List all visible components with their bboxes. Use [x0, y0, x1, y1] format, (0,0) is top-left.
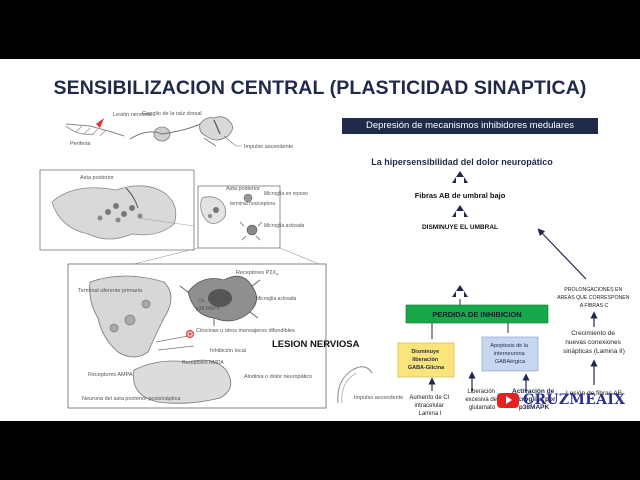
label-citocinas: Citocinas u otros mensajeros difundibles: [196, 328, 295, 334]
label-neurona: Neurona del asta posterior postsináptica: [82, 396, 181, 402]
flow-fibras-ab: Fibras AB de umbral bajo: [415, 191, 506, 200]
label-p38: p38 MAPK: [196, 306, 221, 312]
label-terminal-nociceptora: terminal nociceptora: [230, 201, 275, 207]
label-microglia-reposo: Microglía en reposo: [264, 191, 308, 197]
label-receptores-nmda: Receptores NMDA: [182, 360, 224, 366]
label-ca: Ca: [198, 298, 205, 304]
flow-hipersensibilidad: La hipersensibilidad del dolor neuropáti…: [371, 157, 553, 167]
block-arrow-2: [452, 205, 468, 217]
neuro-figure: Lesión nerviosa Ganglio de la raíz dorsa…: [38, 106, 340, 414]
flow-perdida: PERDIDA DE INHIBICION: [432, 310, 521, 319]
flow-liberacion-glutamato: Liberación excesiva de glutamato: [465, 389, 498, 411]
label-microglia-activada: Microglía activada: [264, 223, 305, 229]
flow-disminuye-umbral: DISMINUYE EL UMBRAL: [422, 224, 498, 231]
mid-diagram: Asta posterior Asta posterior terminal n…: [40, 170, 324, 272]
channel-logo[interactable]: CRUZMEAIX: [497, 390, 625, 410]
label-alodinia: Alodinia o dolor neuropático: [244, 374, 312, 380]
block-arrow-3: [452, 285, 468, 297]
flow-apoptosis: Apoptosis de la interneurona GABAérgica: [490, 343, 529, 365]
block-arrow-1: [452, 171, 468, 183]
flow-prolongaciones: PROLONGACIONES EN AREAS QUE CORRESPONEN …: [557, 287, 631, 309]
channel-name: CRUZMEAIX: [523, 392, 625, 408]
flow-aumento-cl: Aumento de Cl intracelular Lamina I: [409, 395, 450, 417]
label-impulso-ascendente: Impulso ascendente: [244, 144, 293, 150]
depresion-header: Depresión de mecanismos inhibidores medu…: [342, 118, 598, 134]
label-asta-posterior: Asta posterior: [80, 175, 114, 181]
top-diagram: Lesión nerviosa Ganglio de la raíz dorsa…: [66, 111, 293, 150]
slide-title: SENSIBILIZACION CENTRAL (PLASTICIDAD SIN…: [0, 77, 640, 100]
flowchart: La hipersensibilidad del dolor neuropáti…: [340, 139, 638, 419]
label-terminal-aferente: Terminal aferente primaria: [78, 288, 143, 294]
label-asta-posterior-2: Asta posterior: [226, 186, 260, 192]
label-receptores-ampa: Receptores AMPA: [88, 372, 133, 378]
flow-crecimiento: Crecimiento de nuevas conexiones sinápti…: [563, 330, 625, 355]
label-receptores-p2x4: Receptores P2X4: [236, 270, 279, 277]
slide: SENSIBILIZACION CENTRAL (PLASTICIDAD SIN…: [0, 59, 640, 421]
bottom-diagram: Receptores P2X4 Terminal aferente primar…: [68, 264, 326, 408]
label-microglia-activada-2: Microglía activada: [256, 296, 297, 302]
flow-disminuye-liberacion: Disminuye liberación GABA-Glicina: [408, 349, 445, 371]
label-inhibicion-local: Inhibición local: [210, 348, 246, 354]
label-ganglio: Ganglio de la raíz dorsal: [142, 111, 202, 117]
youtube-play-icon: [497, 393, 519, 408]
label-periferia: Periferia: [70, 141, 91, 147]
